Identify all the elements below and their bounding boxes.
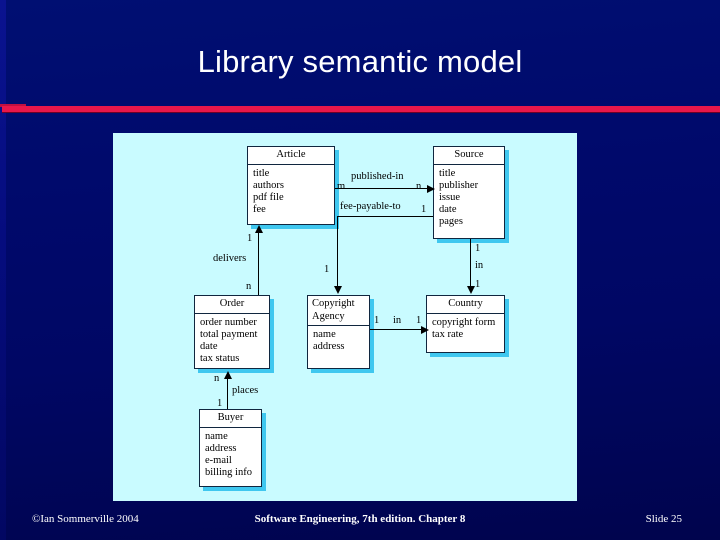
attribute: name xyxy=(313,329,336,340)
relationship-fee-payable-to-arrowhead xyxy=(334,286,342,294)
attribute: address xyxy=(205,442,237,454)
attribute: issue xyxy=(439,191,460,203)
relationship-places-from-cardinality: 1 xyxy=(217,398,223,409)
attribute: total payment xyxy=(200,328,258,340)
relationship-delivers-from-cardinality: n xyxy=(246,281,252,292)
entity-source[interactable]: Source title publisher issue date pages xyxy=(433,146,505,239)
entity-buyer-attributes: name address e-mail billing info xyxy=(200,428,261,483)
entity-source-attributes: title publisher issue date pages xyxy=(434,165,504,232)
relationship-places-to-cardinality: n xyxy=(214,373,220,384)
semantic-model-diagram: Article title authors pdf file fee Sourc… xyxy=(113,133,577,501)
relationship-agency-in-country-from-cardinality: 1 xyxy=(374,315,380,326)
relationship-agency-in-country-line xyxy=(370,329,426,331)
relationship-places-label: places xyxy=(232,385,259,396)
entity-copyright-agency[interactable]: Copyright Agency name address xyxy=(307,295,370,369)
relationship-source-in-country-arrowhead xyxy=(467,286,475,294)
attribute: billing info xyxy=(205,467,252,479)
relationship-source-in-country-line xyxy=(470,239,472,289)
entity-copyright-agency-title: Copyright Agency xyxy=(308,296,369,326)
entity-article-title: Article xyxy=(248,147,334,165)
relationship-fee-payable-to-label: fee-payable-to xyxy=(340,201,401,212)
attribute: tax rate xyxy=(432,328,464,340)
relationship-published-in-label: published-in xyxy=(351,171,404,182)
entity-country-attributes: copyright form tax rate xyxy=(427,314,504,344)
title-accent-rule xyxy=(2,106,720,112)
page-title: Library semantic model xyxy=(197,44,523,79)
relationship-delivers-label: delivers xyxy=(213,253,247,264)
footer-book-reference: Software Engineering, 7th edition. Chapt… xyxy=(254,513,466,525)
entity-buyer-title: Buyer xyxy=(200,410,261,428)
entity-copyright-agency-attributes: name address xyxy=(308,326,369,356)
entity-buyer[interactable]: Buyer name address e-mail billing info xyxy=(199,409,262,487)
entity-article[interactable]: Article title authors pdf file fee xyxy=(247,146,335,225)
relationship-published-in-line xyxy=(335,188,431,190)
attribute: date xyxy=(200,340,218,352)
attribute: date xyxy=(439,204,457,216)
relationship-delivers-to-cardinality: 1 xyxy=(247,233,253,244)
attribute: order number xyxy=(200,316,257,328)
title-rule-taper xyxy=(0,104,26,107)
attribute: fee xyxy=(253,204,266,216)
relationship-published-in-from-cardinality: m xyxy=(337,181,346,192)
footer-slide-number: Slide 25 xyxy=(645,513,682,525)
attribute: name xyxy=(205,430,228,442)
attribute: title xyxy=(253,167,270,179)
entity-order[interactable]: Order order number total payment date ta… xyxy=(194,295,270,369)
attribute: copyright form xyxy=(432,316,496,328)
relationship-fee-payable-to-from-cardinality: 1 xyxy=(421,204,427,215)
relationship-fee-payable-to-line-v xyxy=(337,216,339,288)
relationship-source-in-country-to-cardinality: 1 xyxy=(475,279,481,290)
attribute: authors xyxy=(253,179,284,191)
relationship-agency-in-country-to-cardinality: 1 xyxy=(416,315,422,326)
relationship-source-in-country-label: in xyxy=(475,260,484,271)
attribute: pages xyxy=(439,216,463,228)
attribute: pdf file xyxy=(253,191,284,203)
relationship-agency-in-country-arrowhead xyxy=(421,326,429,334)
relationship-delivers-line xyxy=(258,230,260,295)
attribute: title xyxy=(439,167,456,179)
footer-copyright: ©Ian Sommerville 2004 xyxy=(32,513,139,525)
relationship-published-in-to-cardinality: n xyxy=(416,181,422,192)
relationship-places-arrowhead xyxy=(224,371,232,379)
relationship-source-in-country-from-cardinality: 1 xyxy=(475,243,481,254)
attribute: address xyxy=(313,341,345,353)
entity-country[interactable]: Country copyright form tax rate xyxy=(426,295,505,353)
attribute: e-mail xyxy=(205,454,232,466)
entity-country-title: Country xyxy=(427,296,504,314)
entity-order-title: Order xyxy=(195,296,269,314)
relationship-fee-payable-to-line-h xyxy=(337,216,433,218)
relationship-agency-in-country-label: in xyxy=(393,315,402,326)
attribute: tax status xyxy=(200,353,240,365)
relationship-fee-payable-to-to-cardinality: 1 xyxy=(324,264,330,275)
left-edge-accent-strip xyxy=(0,0,6,540)
attribute: publisher xyxy=(439,179,479,191)
relationship-delivers-arrowhead xyxy=(255,225,263,233)
entity-order-attributes: order number total payment date tax stat… xyxy=(195,314,269,369)
relationship-places-line xyxy=(227,377,229,409)
relationship-published-in-arrowhead xyxy=(427,185,435,193)
entity-source-title: Source xyxy=(434,147,504,165)
entity-article-attributes: title authors pdf file fee xyxy=(248,165,334,220)
